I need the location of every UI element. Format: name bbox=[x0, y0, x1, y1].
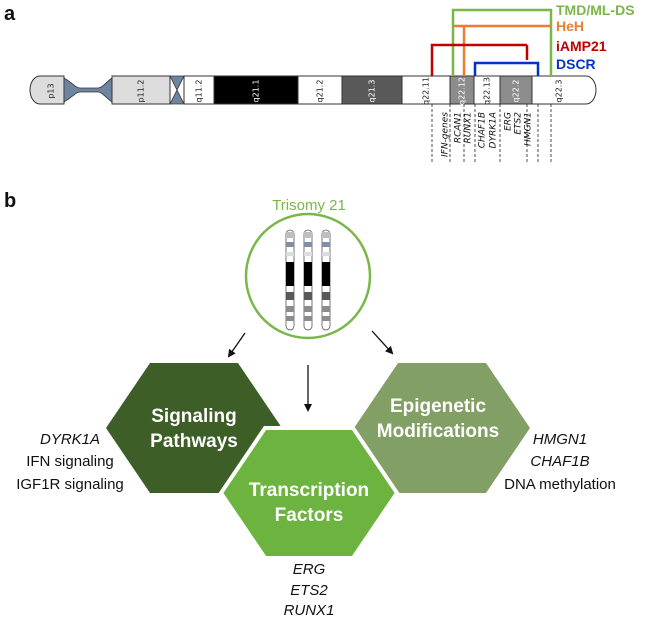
region-label-iamp21: iAMP21 bbox=[556, 38, 607, 54]
hexagon-epigenetic-modifications bbox=[354, 363, 530, 493]
band-label: q11.2 bbox=[195, 80, 204, 103]
band-q22-2 bbox=[499, 75, 533, 105]
left-item: IFN signaling bbox=[26, 453, 114, 470]
mini-chromosome bbox=[321, 229, 331, 331]
arrow-right bbox=[371, 330, 394, 355]
region-label-dscr: DSCR bbox=[556, 56, 596, 72]
band-q21-1 bbox=[213, 75, 299, 105]
band-q21-3 bbox=[341, 75, 403, 105]
left-item: DYRK1A bbox=[40, 431, 100, 448]
band-label: q22.3 bbox=[555, 80, 564, 103]
gene-label: IFN-genes bbox=[441, 112, 451, 157]
hexagon-label-line2: Factors bbox=[275, 505, 344, 526]
mini-chromosome bbox=[303, 229, 313, 331]
band-p11-2 bbox=[111, 75, 171, 105]
band-label: q22.2 bbox=[512, 80, 521, 103]
bottom-item: ERG bbox=[293, 561, 326, 578]
gene-label: ETS2 bbox=[514, 112, 524, 135]
chromosome-21-ideogram bbox=[29, 75, 597, 105]
trisomy-label: Trisomy 21 bbox=[272, 197, 346, 214]
right-item: CHAF1B bbox=[530, 453, 589, 470]
band-labels: p13 p11.2 q11.2 q21.1 q21.2 q21.3 q22.11… bbox=[47, 77, 564, 105]
centromere bbox=[169, 75, 185, 105]
bracket-dscr bbox=[473, 61, 540, 76]
gene-label: ERG bbox=[504, 112, 514, 131]
region-label-heh: HeH bbox=[556, 18, 584, 34]
gene-label: HMGN1 bbox=[524, 112, 534, 146]
gene-label: DYRK1A bbox=[489, 112, 499, 148]
gene-labels: IFN-genes RCAN1 RUNX1 CHAF1B DYRK1A ERG … bbox=[441, 112, 534, 157]
mini-chromosomes bbox=[285, 229, 331, 331]
hexagon-label-line2: Modifications bbox=[377, 421, 499, 442]
gene-label: CHAF1B bbox=[478, 112, 488, 148]
band-label: q22.11 bbox=[422, 77, 431, 105]
panel-b-letter: b bbox=[4, 190, 16, 212]
band-label: p11.2 bbox=[137, 80, 146, 103]
hexagon-label-line1: Epigenetic bbox=[390, 396, 487, 417]
mini-chromosome bbox=[285, 229, 295, 331]
left-item: IGF1R signaling bbox=[16, 476, 124, 493]
band-label: p13 bbox=[47, 83, 56, 98]
band-q11-2 bbox=[183, 75, 215, 105]
band-q22-11 bbox=[401, 75, 451, 105]
arrow-left bbox=[227, 332, 246, 358]
band-p12-stalk bbox=[63, 77, 113, 103]
band-label: q21.1 bbox=[252, 80, 261, 103]
hexagon-label-line1: Transcription bbox=[249, 480, 369, 501]
band-q22-13 bbox=[473, 75, 501, 105]
band-label: q21.2 bbox=[316, 80, 325, 103]
bracket-tmd-ml-ds bbox=[451, 8, 553, 76]
gene-label: RCAN1 bbox=[454, 112, 464, 143]
right-item: DNA methylation bbox=[504, 476, 616, 493]
region-brackets: TMD/ML-DS HeH iAMP21 DSCR bbox=[430, 2, 635, 76]
gene-label: RUNX1 bbox=[464, 112, 474, 143]
bottom-item: RUNX1 bbox=[284, 602, 335, 619]
hexagon-label-line2: Pathways bbox=[150, 431, 238, 452]
band-label: q22.13 bbox=[483, 77, 492, 105]
band-label: q21.3 bbox=[368, 80, 377, 103]
band-p13 bbox=[29, 75, 65, 105]
bracket-iamp21 bbox=[430, 43, 527, 76]
bottom-item: ETS2 bbox=[290, 582, 328, 599]
right-item: HMGN1 bbox=[533, 431, 587, 448]
region-label-tmd-ml-ds: TMD/ML-DS bbox=[556, 2, 635, 18]
hexagon-transcription-factors bbox=[218, 426, 400, 560]
panel-a-letter: a bbox=[4, 3, 16, 25]
band-q22-3 bbox=[531, 75, 597, 105]
hexagon-signaling-pathways bbox=[106, 363, 282, 493]
hexagon-label-line1: Signaling bbox=[151, 406, 237, 427]
band-q22-12 bbox=[449, 75, 475, 105]
band-label: q22.12 bbox=[458, 77, 467, 105]
